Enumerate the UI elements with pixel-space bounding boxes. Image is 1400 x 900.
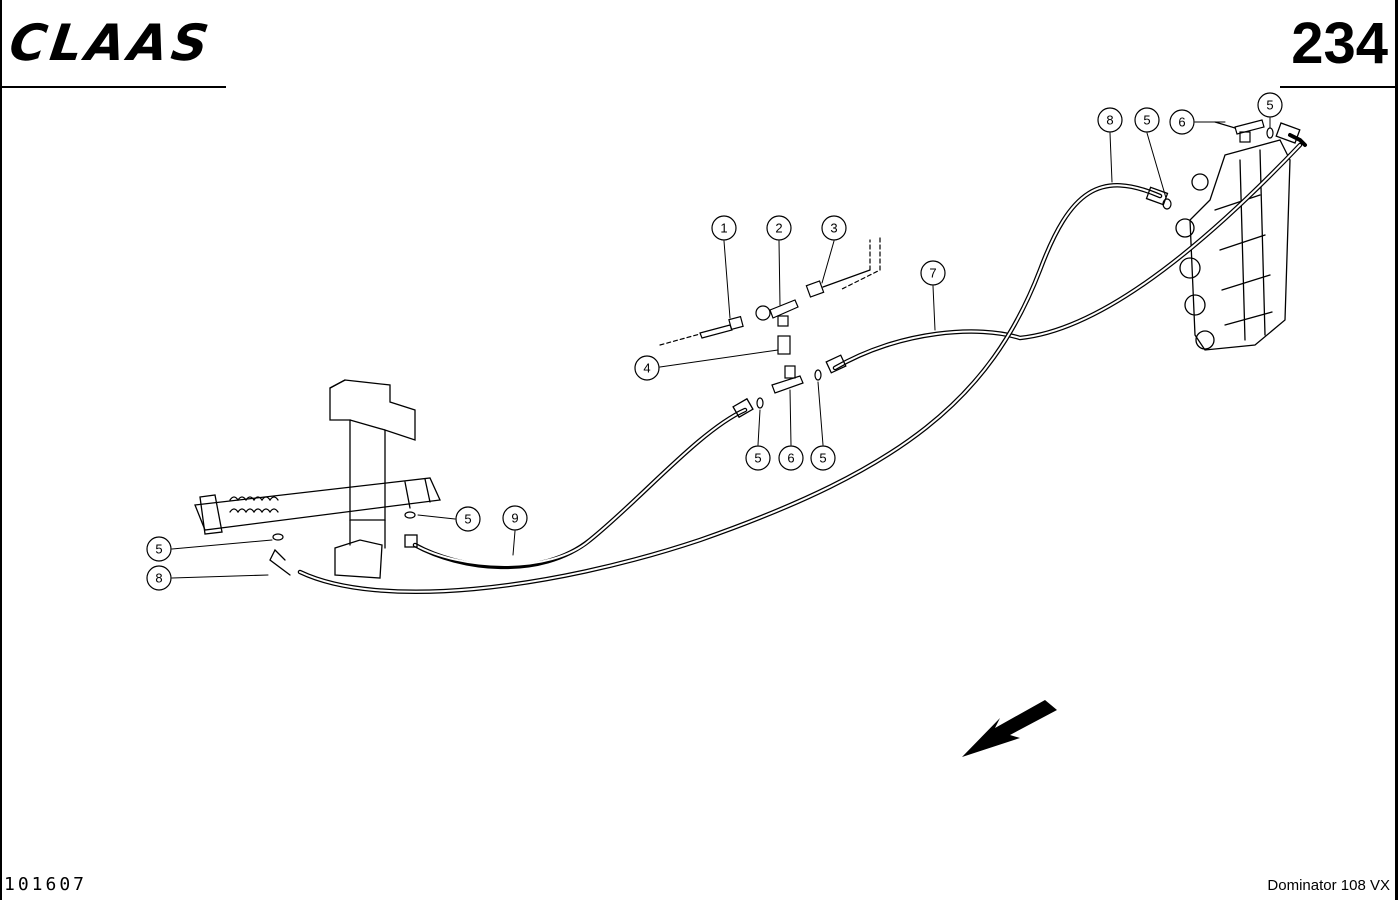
- callout-label: 3: [830, 221, 837, 236]
- callout-circle: [766, 215, 792, 241]
- callout-label: 2: [775, 221, 782, 236]
- callout-leader-lines: [171, 117, 1271, 579]
- hose-9-bottom-fitting: [404, 534, 418, 548]
- callout-label: 8: [1106, 113, 1113, 128]
- callout-circle: [634, 355, 660, 381]
- callout-label: 7: [929, 266, 936, 281]
- callout-label: 5: [754, 451, 761, 466]
- callout-label: 5: [1143, 113, 1150, 128]
- callouts: [146, 92, 1283, 591]
- callout-circle: [1257, 92, 1283, 118]
- callout-circle: [1097, 107, 1123, 133]
- callout-label: 6: [1178, 115, 1185, 130]
- fitting-4-nipple: [777, 335, 791, 355]
- logo-underline: [0, 86, 226, 88]
- o-ring-center-left: [756, 397, 764, 409]
- hose-top-right: [1288, 133, 1307, 147]
- callout-label: 4: [643, 361, 650, 376]
- callout-label: 5: [464, 512, 471, 527]
- o-ring-cylinder-right: [404, 511, 416, 519]
- o-ring-center-right: [814, 369, 822, 381]
- o-ring-cylinder-left: [272, 533, 284, 541]
- fitting-2-tee: [755, 299, 799, 327]
- control-valve-block: [1175, 139, 1291, 351]
- hose-8: [297, 183, 1163, 594]
- callout-circle: [821, 215, 847, 241]
- o-ring-top-right: [1266, 127, 1274, 139]
- callout-circle: [810, 445, 836, 471]
- hose-9-inner: [414, 409, 746, 566]
- frame-right-border: [1395, 0, 1398, 900]
- arrow-down-left-icon: [962, 700, 1057, 757]
- callout-labels: 1 2 3 4 5 6 5 7 8 5 6 5 5 9 5 8: [155, 98, 1273, 586]
- callout-label: 5: [819, 451, 826, 466]
- callout-circle: [455, 506, 481, 532]
- callout-circle: [1134, 107, 1160, 133]
- callout-circle: [146, 565, 172, 591]
- callout-label: 5: [155, 542, 162, 557]
- hydraulic-cylinder: [194, 477, 441, 535]
- callout-circle: [1169, 109, 1195, 135]
- fitting-6-tee-center: [771, 365, 804, 394]
- callout-label: 9: [511, 511, 518, 526]
- callout-label: 5: [1266, 98, 1273, 113]
- elbow-fitting-top-right: [1275, 122, 1301, 144]
- callout-label: 1: [720, 221, 727, 236]
- frame-left-border: [0, 0, 2, 900]
- callout-circle: [502, 505, 528, 531]
- hose-7: [832, 142, 1303, 371]
- hose-8-inner: [299, 184, 1161, 593]
- drawing-number: 101607: [4, 874, 88, 895]
- hose-7-fitting: [825, 354, 847, 374]
- callout-circle: [920, 260, 946, 286]
- callout-label: 6: [787, 451, 794, 466]
- o-ring-valve: [1162, 198, 1172, 210]
- hose-9-top-fitting: [732, 397, 754, 419]
- hose-7-inner: [834, 144, 1301, 369]
- fitting-3-pipe: [805, 237, 881, 298]
- model-name: Dominator 108 VX: [1267, 877, 1390, 894]
- fitting-1-adapter: [659, 315, 744, 346]
- hose-8-bottom-fitting: [269, 548, 291, 576]
- callout-label: 8: [155, 571, 162, 586]
- frame-top-right-rule: [1280, 86, 1398, 88]
- callout-circle: [146, 536, 172, 562]
- callout-circle: [745, 445, 771, 471]
- mounting-bracket: [329, 379, 416, 579]
- page-number: 234: [1291, 11, 1388, 76]
- fitting-6-tee-top: [1214, 119, 1265, 143]
- callout-circle: [711, 215, 737, 241]
- callout-circle: [778, 445, 804, 471]
